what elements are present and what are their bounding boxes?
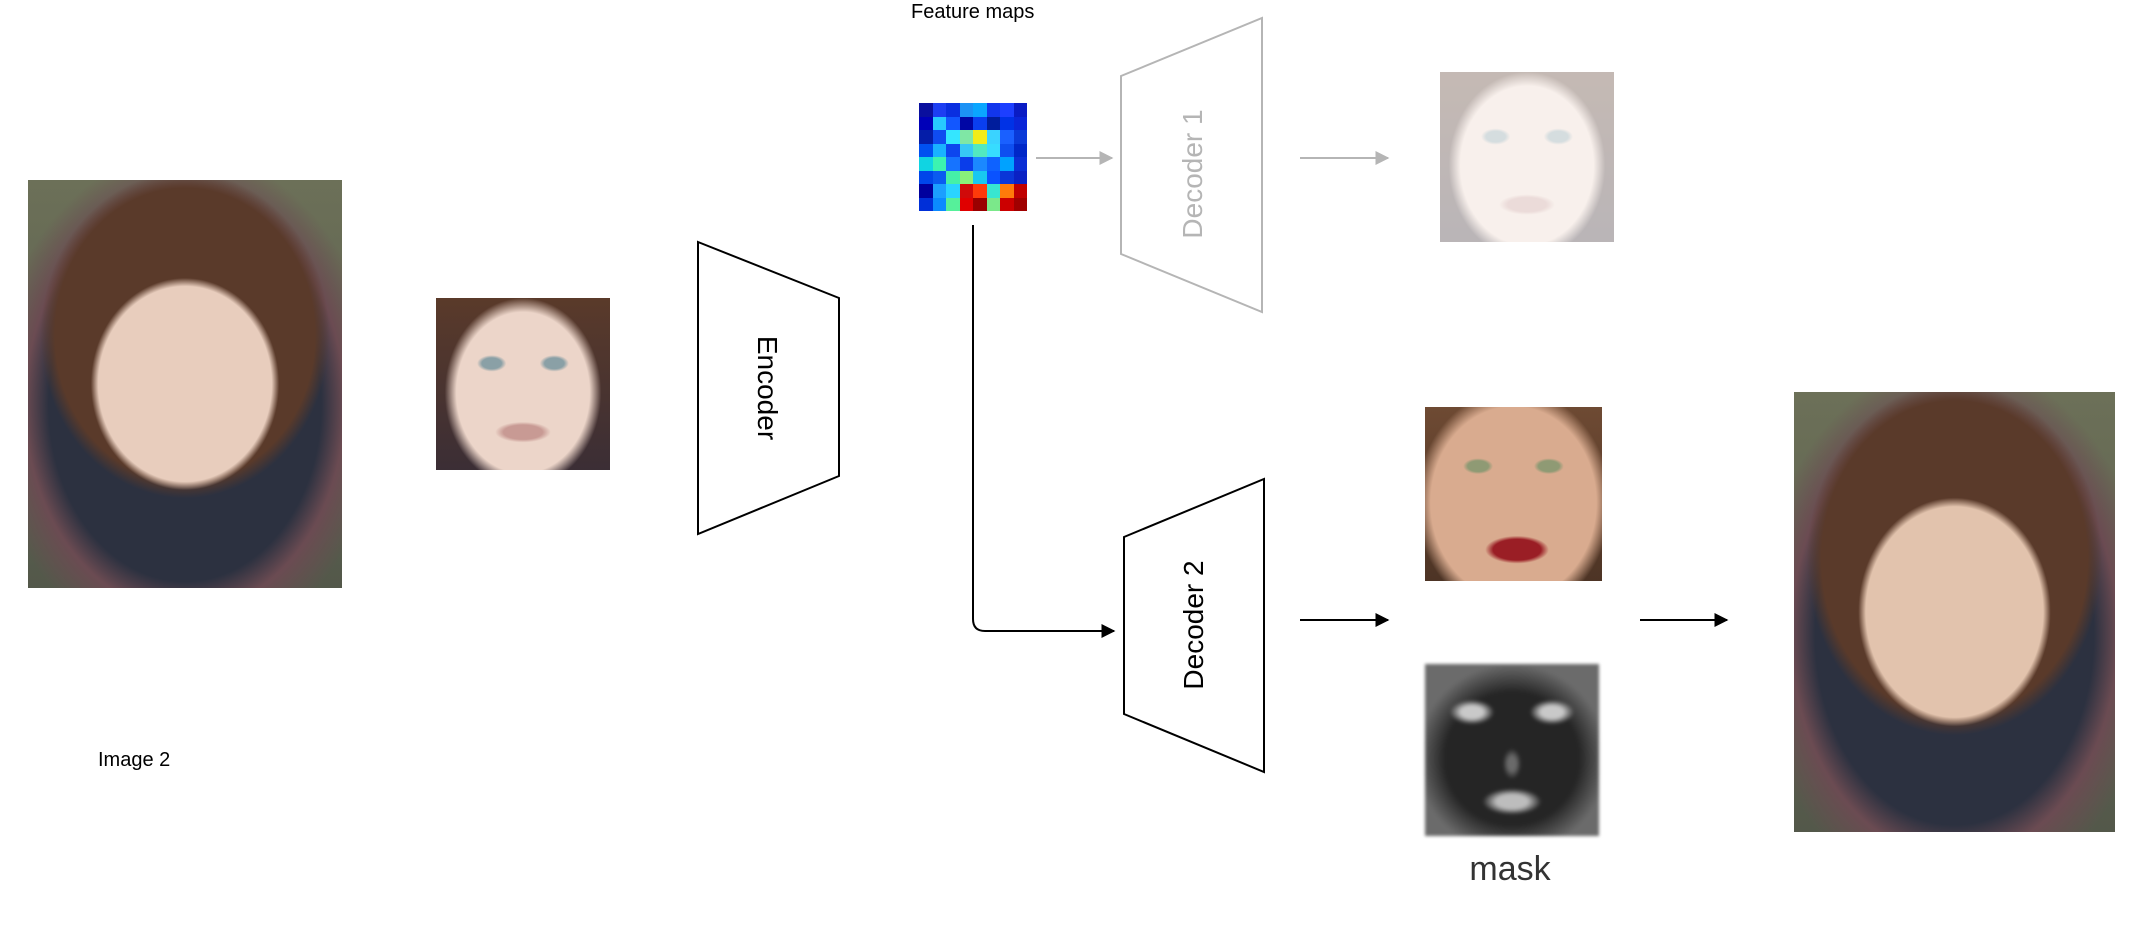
feature-map-cell [986, 184, 1000, 198]
feature-map-heatmap [919, 103, 1027, 211]
feature-map-cell [986, 116, 1000, 130]
feature-map-cell [932, 103, 946, 117]
feature-maps-label: Feature maps [911, 1, 1034, 23]
feature-map-cell [919, 184, 933, 198]
feature-map-cell [932, 130, 946, 144]
decoder1-output-face-image [1440, 72, 1614, 242]
feature-map-cell [959, 170, 973, 184]
feature-map-cell [932, 157, 946, 171]
feature-map-cell [986, 143, 1000, 157]
feature-map-cell [1013, 103, 1027, 117]
feature-map-cell [959, 143, 973, 157]
feature-map-cell [932, 197, 946, 211]
feature-map-cell [919, 116, 933, 130]
feature-map-cell [986, 170, 1000, 184]
feature-map-cell [986, 103, 1000, 117]
feature-map-cell [986, 197, 1000, 211]
feature-map-cell [973, 143, 987, 157]
feature-map-cell [959, 103, 973, 117]
encoder-block [697, 240, 840, 536]
mask-image [1425, 664, 1599, 836]
feature-map-cell [1013, 130, 1027, 144]
feature-map-cell [1000, 130, 1014, 144]
feature-map-cell [1000, 157, 1014, 171]
decoder1-label: Decoder 1 [1177, 109, 1208, 238]
feature-map-cell [973, 170, 987, 184]
feature-map-cell [919, 130, 933, 144]
feature-map-cell [932, 184, 946, 198]
feature-map-cell [959, 184, 973, 198]
feature-map-cell [946, 103, 960, 117]
feature-map-cell [1013, 197, 1027, 211]
decoder2-label: Decoder 2 [1178, 560, 1209, 689]
image2-label: Image 2 [98, 749, 170, 771]
input-portrait-image [28, 180, 342, 588]
feature-map-cell [973, 116, 987, 130]
feature-map-cell [973, 197, 987, 211]
feature-map-cell [959, 130, 973, 144]
feature-map-cell [959, 116, 973, 130]
feature-map-cell [919, 103, 933, 117]
feature-map-cell [1000, 116, 1014, 130]
arrow-feature-to-decoder2 [972, 225, 1116, 638]
feature-map-cell [932, 143, 946, 157]
feature-map-cell [946, 197, 960, 211]
feature-map-cell [919, 170, 933, 184]
feature-map-cell [959, 157, 973, 171]
feature-map-cell [986, 157, 1000, 171]
feature-map-cell [946, 130, 960, 144]
output-portrait-image [1794, 392, 2115, 832]
feature-map-cell [919, 157, 933, 171]
decoder1-block [1120, 16, 1263, 314]
feature-map-cell [959, 197, 973, 211]
feature-map-cell [986, 130, 1000, 144]
decoder2-block [1123, 477, 1265, 774]
cropped-face-image [436, 298, 610, 470]
encoder-label: Encoder [752, 336, 783, 440]
feature-map-cell [1000, 184, 1014, 198]
feature-map-cell [946, 116, 960, 130]
mask-label: mask [1469, 850, 1551, 888]
feature-map-cell [932, 116, 946, 130]
feature-map-cell [1013, 143, 1027, 157]
feature-map-cell [946, 143, 960, 157]
feature-map-cell [973, 130, 987, 144]
feature-map-cell [1000, 103, 1014, 117]
feature-map-cell [1000, 143, 1014, 157]
feature-map-cell [1013, 184, 1027, 198]
feature-map-cell [932, 170, 946, 184]
feature-map-cell [973, 157, 987, 171]
feature-map-cell [973, 103, 987, 117]
feature-map-cell [919, 197, 933, 211]
decoder2-output-face-image [1425, 407, 1602, 581]
feature-map-cell [1013, 157, 1027, 171]
feature-map-cell [1013, 170, 1027, 184]
feature-map-cell [1000, 197, 1014, 211]
feature-map-cell [946, 157, 960, 171]
feature-map-cell [1000, 170, 1014, 184]
feature-map-cell [946, 170, 960, 184]
feature-map-cell [1013, 116, 1027, 130]
feature-map-cell [946, 184, 960, 198]
feature-map-cell [919, 143, 933, 157]
feature-map-cell [973, 184, 987, 198]
